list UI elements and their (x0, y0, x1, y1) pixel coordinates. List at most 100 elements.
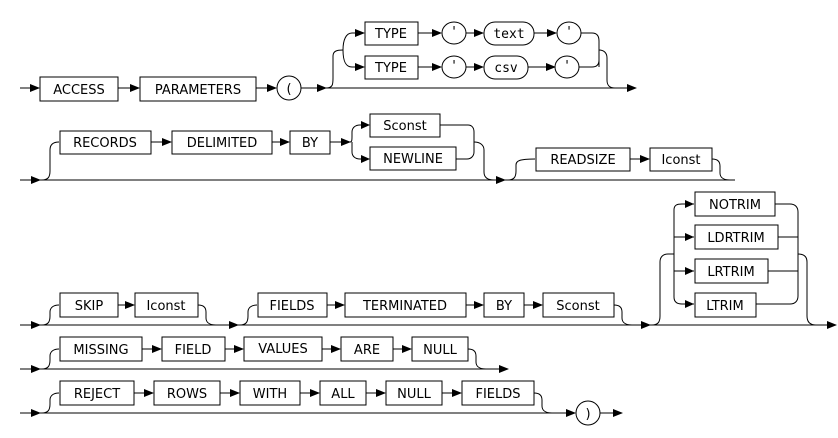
arrow-head (685, 233, 694, 241)
svg-text:WITH: WITH (253, 387, 287, 402)
keyword-ldrtrim: LDRTRIM (694, 224, 779, 250)
choice-rail (673, 203, 694, 305)
svg-text:LTRIM: LTRIM (706, 299, 743, 314)
svg-text:TYPE: TYPE (374, 27, 407, 42)
svg-text:TYPE: TYPE (374, 61, 407, 76)
keyword-parameters: PARAMETERS (139, 76, 257, 102)
svg-text:REJECT: REJECT (74, 387, 120, 402)
svg-text:Sconst: Sconst (383, 119, 426, 134)
row-2: RECORDS DELIMITED BY Sconst NEWLINE (20, 113, 735, 184)
svg-text:': ' (452, 59, 456, 74)
svg-text:FIELD: FIELD (175, 343, 212, 358)
svg-text:ARE: ARE (354, 343, 380, 358)
keyword-null: NULL (411, 336, 469, 362)
svg-text:DELIMITED: DELIMITED (187, 136, 258, 151)
svg-text:Iconst: Iconst (661, 153, 700, 168)
optional-enter (41, 141, 60, 181)
svg-text:NULL: NULL (397, 387, 431, 402)
optional-enter (41, 392, 60, 414)
keyword-missing: MISSING (59, 336, 143, 362)
svg-text:Sconst: Sconst (556, 299, 599, 314)
svg-text:FIELDS: FIELDS (475, 387, 520, 402)
keyword-skip: SKIP (59, 292, 119, 318)
svg-text:READSIZE: READSIZE (550, 153, 615, 168)
literal-csv: csv (483, 55, 529, 80)
row-5: REJECT ROWS WITH ALL NULL FIELDS (20, 380, 623, 426)
svg-text:MISSING: MISSING (73, 343, 128, 358)
svg-text:FIELDS: FIELDS (269, 299, 314, 314)
keyword-records: RECORDS (59, 130, 152, 155)
optional-exit (711, 158, 731, 181)
option-type-csv: TYPE ' csv ' (364, 55, 580, 80)
svg-text:LDRTRIM: LDRTRIM (707, 231, 764, 246)
choice-enter (651, 253, 669, 326)
arrow-head (361, 121, 370, 129)
keyword-sconst: Sconst (369, 113, 441, 138)
svg-text:NEWLINE: NEWLINE (383, 152, 443, 167)
choice-join (756, 203, 799, 305)
keyword-ltrim: LTRIM (694, 292, 757, 318)
svg-text:SKIP: SKIP (75, 299, 104, 314)
branch-join-down (598, 49, 616, 89)
keyword-fields: FIELDS (257, 292, 328, 318)
svg-text:text: text (493, 27, 524, 42)
keyword-type: TYPE (364, 55, 419, 80)
keyword-delimited: DELIMITED (171, 130, 273, 155)
terminal-quote: ' (556, 21, 582, 45)
svg-text:BY: BY (496, 299, 512, 314)
keyword-values: VALUES (243, 336, 323, 362)
terminal-quote: ' (441, 21, 467, 45)
keyword-iconst: Iconst (649, 147, 713, 172)
optional-enter (239, 304, 258, 326)
terminal-quote: ' (554, 55, 580, 79)
keyword-rows: ROWS (153, 380, 221, 406)
row-1: ACCESS PARAMETERS ( TYPE ' (20, 21, 637, 102)
keyword-are: ARE (340, 336, 394, 362)
svg-text:TERMINATED: TERMINATED (362, 299, 447, 314)
keyword-null: NULL (385, 380, 443, 406)
keyword-terminated: TERMINATED (344, 292, 467, 318)
optional-enter (41, 348, 60, 370)
keyword-with: WITH (239, 380, 301, 406)
branch-split (325, 49, 344, 89)
svg-text:csv: csv (494, 61, 518, 76)
row-4: MISSING FIELD VALUES ARE NULL (20, 336, 509, 373)
svg-text:': ' (452, 25, 456, 40)
svg-text:Iconst: Iconst (146, 299, 185, 314)
svg-text:(: ( (286, 82, 291, 97)
choice-split (349, 124, 369, 160)
keyword-reject: REJECT (59, 380, 135, 406)
svg-text:PARAMETERS: PARAMETERS (155, 83, 241, 98)
keyword-type: TYPE (364, 21, 419, 46)
keyword-access: ACCESS (39, 76, 119, 102)
branch-up-2 (342, 49, 365, 71)
svg-text:': ' (567, 25, 571, 40)
terminal-quote: ' (441, 55, 467, 79)
svg-text:NULL: NULL (423, 343, 457, 358)
keyword-lrtrim: LRTRIM (694, 258, 769, 284)
keyword-newline: NEWLINE (369, 146, 457, 171)
svg-text:ACCESS: ACCESS (53, 83, 105, 98)
optional-exit (473, 141, 495, 181)
svg-text:ROWS: ROWS (167, 387, 207, 402)
optional-enter (41, 304, 60, 326)
keyword-readsize: READSIZE (535, 147, 631, 172)
branch-up-1 (342, 29, 365, 51)
arrow-head (685, 300, 694, 308)
optional-exit (533, 392, 553, 414)
terminal-open-paren: ( (276, 75, 302, 101)
literal-text: text (483, 21, 535, 46)
row-3: SKIP Iconst FIELDS TERMINATED BY Sconst (20, 191, 837, 329)
branch-join (579, 32, 600, 68)
keyword-notrim: NOTRIM (694, 191, 776, 217)
keyword-field: FIELD (161, 336, 226, 362)
keyword-sconst: Sconst (542, 292, 615, 318)
svg-text:NOTRIM: NOTRIM (709, 198, 761, 213)
optional-exit (197, 304, 217, 326)
arrow-head (685, 200, 694, 208)
keyword-all: ALL (319, 380, 367, 406)
choice-exit (797, 253, 817, 326)
svg-text:LRTRIM: LRTRIM (707, 265, 754, 280)
arrow-head (361, 155, 370, 163)
